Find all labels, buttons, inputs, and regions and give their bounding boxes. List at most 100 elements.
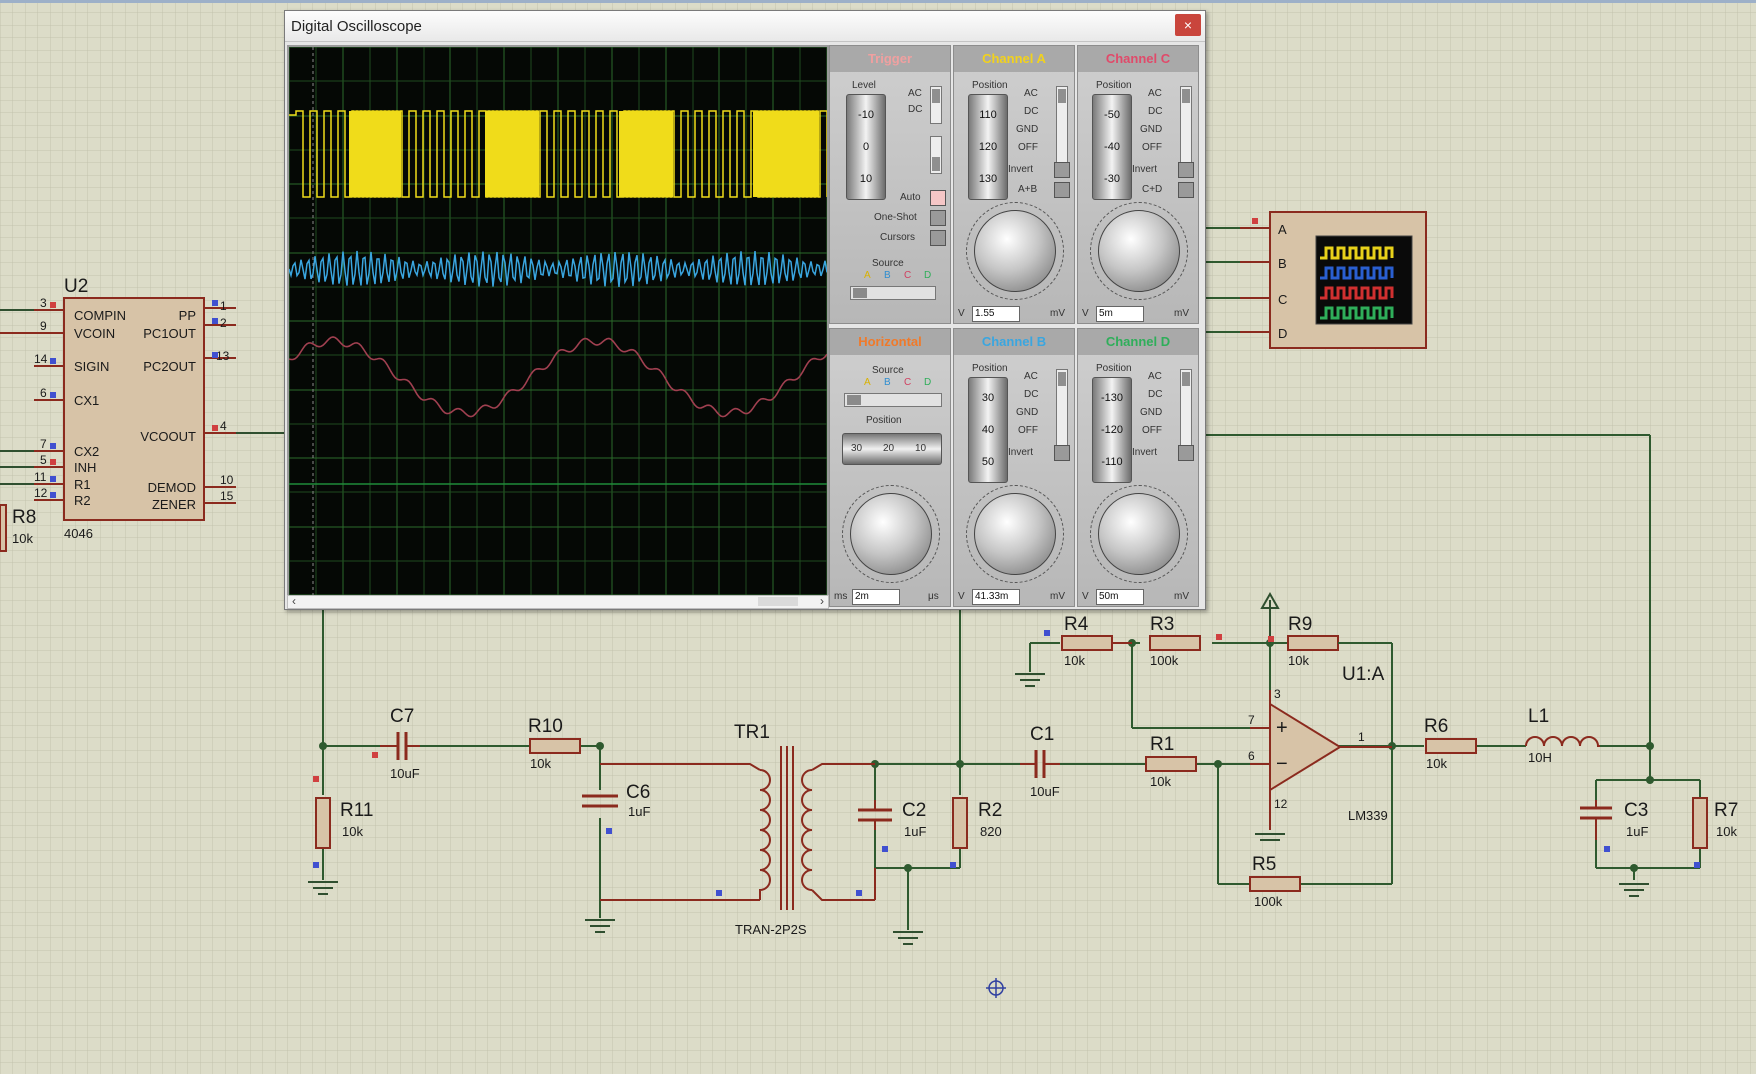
oscilloscope-symbol[interactable]: A B C D xyxy=(1240,211,1427,349)
horizontal-source-slider[interactable] xyxy=(844,393,942,407)
channel-a-coupling-slider[interactable] xyxy=(1056,86,1068,164)
u2-pin-name: SIGIN xyxy=(74,359,109,374)
channel-b-readout[interactable]: 41.33m xyxy=(972,589,1020,605)
channel-d-invert-toggle[interactable] xyxy=(1178,445,1194,461)
channel-a-combine-toggle[interactable] xyxy=(1054,182,1070,198)
channel-c-coupling-slider[interactable] xyxy=(1180,86,1192,164)
u2-pin-num: 7 xyxy=(40,437,47,451)
trigger-source-label: Source xyxy=(872,258,904,269)
horizontal-scrollbar[interactable]: ‹ › xyxy=(287,594,829,609)
horizontal-readout[interactable]: 2m xyxy=(852,589,900,605)
window-titlebar[interactable]: Digital Oscilloscope × xyxy=(285,11,1205,42)
r6-ref: R6 xyxy=(1424,716,1448,737)
r2-resistor[interactable]: R2 820 xyxy=(952,797,1002,849)
c1-capacitor[interactable]: C1 10uF xyxy=(1020,724,1060,799)
r4-resistor[interactable]: R4 10k xyxy=(1061,614,1132,668)
coupling-ac-label: AC xyxy=(1148,371,1162,382)
channel-a-section: Channel A Position 110 120 130 AC DC GND… xyxy=(953,45,1075,324)
close-button[interactable]: × xyxy=(1175,14,1201,36)
auto-label: Auto xyxy=(900,192,921,203)
r5-value: 100k xyxy=(1254,894,1283,909)
channel-d-coupling-slider[interactable] xyxy=(1180,369,1192,447)
trigger-edge-slider[interactable] xyxy=(930,136,942,174)
channel-b-coupling-slider[interactable] xyxy=(1056,369,1068,447)
r6-value: 10k xyxy=(1426,756,1447,771)
channel-b-scale-knob[interactable] xyxy=(974,493,1056,575)
oscilloscope-window[interactable]: Digital Oscilloscope × ‹ › Trigger Level… xyxy=(284,10,1206,610)
l1-inductor[interactable]: L1 10H xyxy=(1525,706,1600,765)
horizontal-position-drum[interactable]: 30 20 10 xyxy=(842,433,942,465)
u2-pin-name: CX1 xyxy=(74,393,99,408)
channel-b-position-drum[interactable]: 30 40 50 xyxy=(968,377,1008,483)
c6-capacitor[interactable]: C6 1uF xyxy=(582,782,650,819)
u2-chip[interactable]: U2 4046 3 9 14 6 7 5 11 12 COMPIN VCOIN … xyxy=(0,276,284,541)
trace-a-burst xyxy=(753,111,819,197)
channel-d-readout[interactable]: 50m xyxy=(1096,589,1144,605)
one-shot-label: One-Shot xyxy=(874,212,917,223)
position-label: Position xyxy=(972,80,1008,91)
u1-pin-num: 1 xyxy=(1358,730,1365,744)
horizontal-timebase-knob[interactable] xyxy=(850,493,932,575)
coupling-dc-label: DC xyxy=(1024,106,1039,117)
u2-pin-num: 1 xyxy=(220,299,227,313)
c7-value: 10uF xyxy=(390,766,420,781)
channel-d-position-drum[interactable]: -130 -120 -110 xyxy=(1092,377,1132,483)
coupling-off-label: OFF xyxy=(1018,425,1038,436)
r10-value: 10k xyxy=(530,756,551,771)
r3-resistor[interactable]: R3 100k xyxy=(1149,614,1201,668)
r6-resistor[interactable]: R6 10k xyxy=(1424,716,1477,771)
coupling-ac-label: AC xyxy=(1148,88,1162,99)
coupling-ac-label: AC xyxy=(1024,88,1038,99)
trace-a-burst xyxy=(485,111,539,197)
tr1-transformer[interactable]: TR1 TRAN-2P2S xyxy=(600,722,876,937)
tr1-ref: TR1 xyxy=(734,722,770,743)
r10-ref: R10 xyxy=(528,716,563,737)
auto-toggle[interactable] xyxy=(930,190,946,206)
channel-c-combine-toggle[interactable] xyxy=(1178,182,1194,198)
u2-pin-name: PC1OUT xyxy=(143,326,196,341)
scope-display[interactable] xyxy=(287,45,829,597)
invert-label: Invert xyxy=(1008,164,1034,175)
r8-resistor[interactable]: R8 10k xyxy=(0,504,36,552)
cursors-label: Cursors xyxy=(880,232,916,243)
coupling-gnd-label: GND xyxy=(1140,407,1163,418)
r1-resistor[interactable]: R1 10k xyxy=(1145,734,1197,789)
trigger-level-drum[interactable]: -10 0 10 xyxy=(846,94,886,200)
c7-capacitor[interactable]: C7 10uF xyxy=(380,706,420,781)
channel-b-invert-toggle[interactable] xyxy=(1054,445,1070,461)
trigger-coupling-slider[interactable] xyxy=(930,86,942,124)
r7-resistor[interactable]: R7 10k xyxy=(1692,797,1738,849)
channel-c-invert-toggle[interactable] xyxy=(1178,162,1194,178)
channel-c-scale-knob[interactable] xyxy=(1098,210,1180,292)
r9-resistor[interactable]: R9 10k xyxy=(1287,614,1392,668)
channel-d-scale-knob[interactable] xyxy=(1098,493,1180,575)
r10-resistor[interactable]: R10 10k xyxy=(528,716,581,771)
scale-ms-label: ms xyxy=(834,591,848,602)
channel-a-scale-knob[interactable] xyxy=(974,210,1056,292)
u2-pin-num: 13 xyxy=(216,349,230,363)
u1-opamp[interactable]: + − U1:A LM339 7 6 1 3 12 xyxy=(1248,664,1392,830)
ground-icon xyxy=(893,931,923,945)
r5-resistor[interactable]: R5 100k xyxy=(1249,854,1301,909)
u2-pin-num: 10 xyxy=(220,473,234,487)
channel-a-position-drum[interactable]: 110 120 130 xyxy=(968,94,1008,200)
channel-a-invert-toggle[interactable] xyxy=(1054,162,1070,178)
channel-c-position-drum[interactable]: -50 -40 -30 xyxy=(1092,94,1132,200)
u2-part: 4046 xyxy=(64,526,93,541)
channel-a-readout[interactable]: 1.55 xyxy=(972,306,1020,322)
u2-pin-name: PP xyxy=(179,308,196,323)
trigger-source-slider[interactable] xyxy=(850,286,936,300)
one-shot-toggle[interactable] xyxy=(930,210,946,226)
scroll-right-icon[interactable]: › xyxy=(820,594,824,608)
c2-capacitor[interactable]: C2 1uF xyxy=(858,800,926,839)
c3-capacitor[interactable]: C3 1uF xyxy=(1580,800,1648,840)
r1-ref: R1 xyxy=(1150,734,1174,755)
r11-resistor[interactable]: R11 10k xyxy=(315,797,373,849)
scroll-left-icon[interactable]: ‹ xyxy=(292,594,296,608)
u1-pin-num: 3 xyxy=(1274,687,1281,701)
scroll-thumb[interactable] xyxy=(758,597,798,606)
u2-pin-num: 6 xyxy=(40,386,47,400)
channel-c-readout[interactable]: 5m xyxy=(1096,306,1144,322)
cursors-toggle[interactable] xyxy=(930,230,946,246)
scale-us-label: μs xyxy=(928,591,939,602)
